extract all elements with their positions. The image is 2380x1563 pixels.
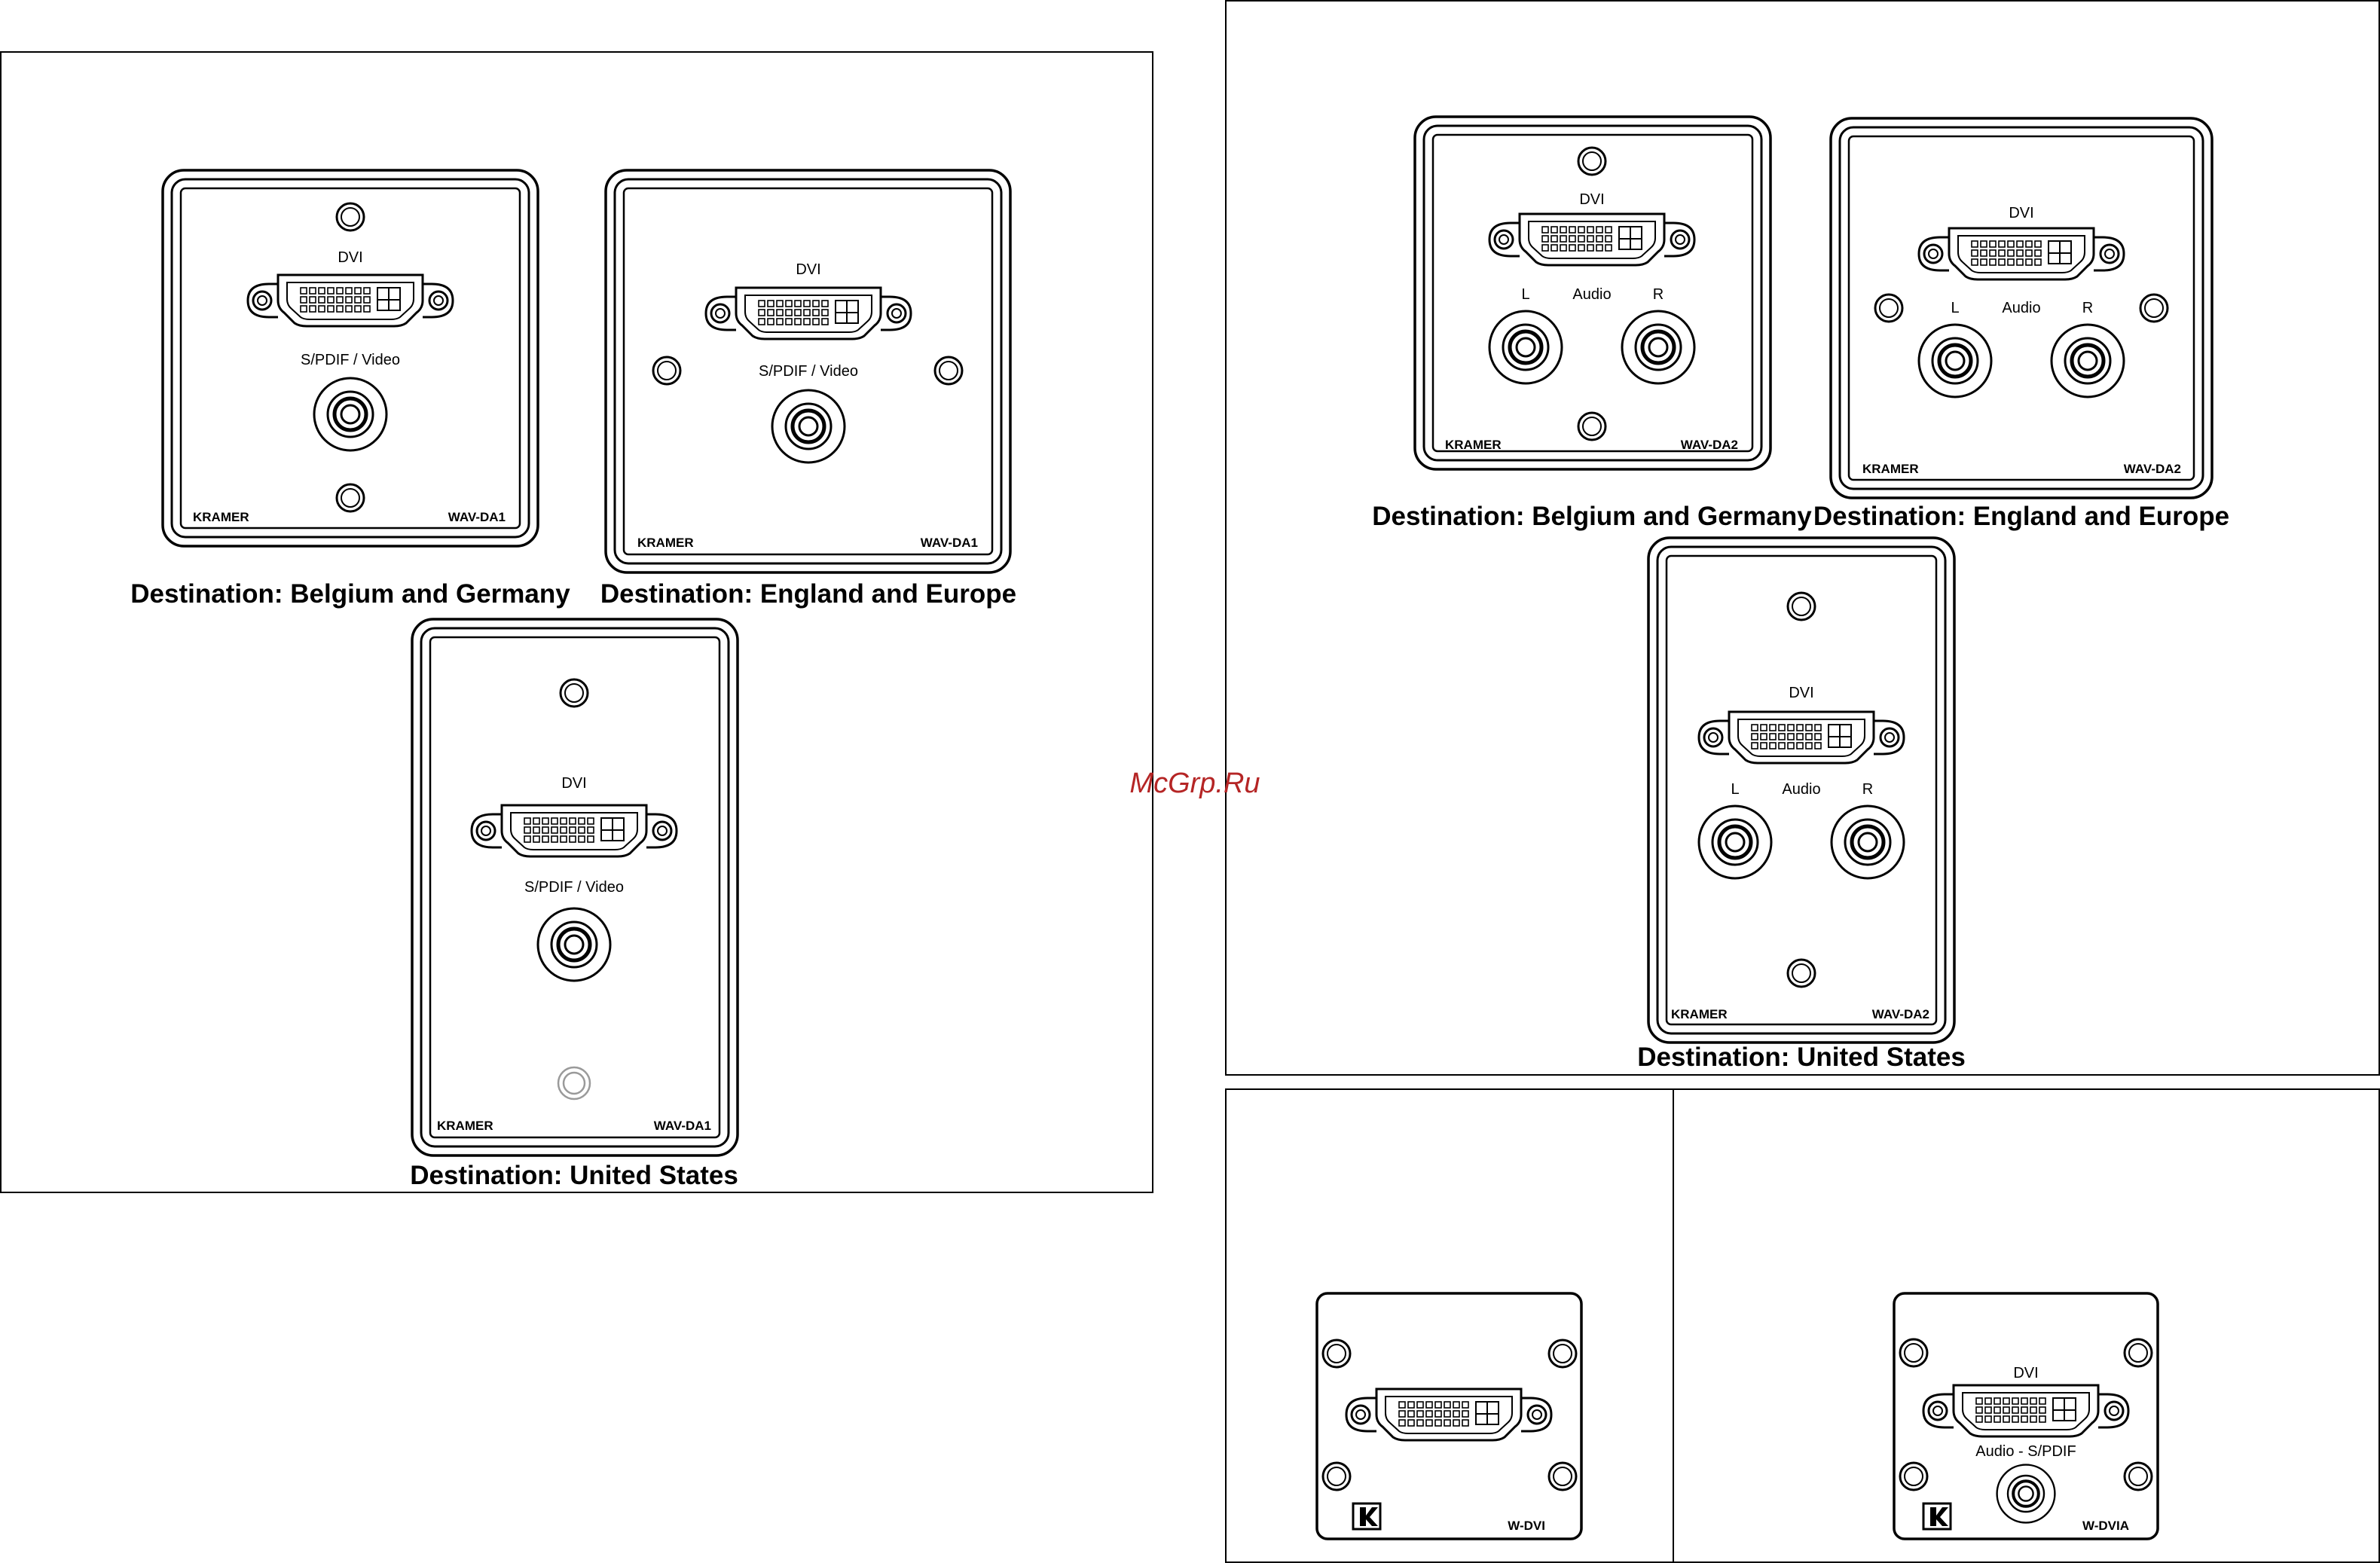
plate-da1-england: DVI S/PDIF / Video KRAMER WAV-DA1 bbox=[604, 169, 1012, 574]
label-audio-spdif: Audio - S/PDIF bbox=[1975, 1443, 2076, 1460]
plate-da2-us: DVI L Audio R KRAMER WAV-DA2 bbox=[1647, 536, 1956, 1044]
plate-da1-belgium: DVI S/PDIF / Video KRAMER WAV-DA1 bbox=[161, 169, 539, 548]
label-dvi: DVI bbox=[2013, 1365, 2038, 1381]
label-right: R bbox=[2082, 300, 2093, 316]
model-label: WAV-DA1 bbox=[921, 536, 978, 550]
kramer-logo-icon bbox=[1922, 1502, 1952, 1531]
brand-label: KRAMER bbox=[437, 1119, 493, 1133]
caption-united-states: Destination: United States bbox=[410, 1161, 738, 1190]
label-dvi: DVI bbox=[1579, 191, 1604, 208]
brand-label: KRAMER bbox=[1445, 438, 1502, 452]
label-spdif-video: S/PDIF / Video bbox=[524, 879, 624, 896]
label-left: L bbox=[1731, 781, 1739, 798]
caption-belgium-germany: Destination: Belgium and Germany bbox=[130, 579, 570, 609]
module-w-dvia: DVI Audio - S/PDIF W-DVIA bbox=[1893, 1292, 2159, 1540]
plate-da2-belgium: DVI L Audio R KRAMER WAV-DA2 bbox=[1413, 115, 1772, 471]
label-dvi: DVI bbox=[1789, 685, 1813, 701]
brand-label: KRAMER bbox=[1862, 462, 1919, 476]
watermark-text: McGrp.Ru bbox=[1129, 768, 1260, 799]
model-label: W-DVIA bbox=[2082, 1519, 2129, 1533]
caption-belgium-germany: Destination: Belgium and Germany bbox=[1372, 502, 1812, 531]
module-w-dvi: W-DVI bbox=[1315, 1292, 1583, 1540]
frame-wav-da2 bbox=[1225, 0, 2380, 1076]
frame-wav-da1 bbox=[0, 51, 1153, 1193]
label-right: R bbox=[1653, 286, 1664, 303]
plate-da1-us: DVI S/PDIF / Video KRAMER WAV-DA1 bbox=[411, 618, 739, 1157]
model-label: WAV-DA2 bbox=[1872, 1007, 1929, 1021]
caption-england-europe: Destination: England and Europe bbox=[600, 579, 1016, 609]
label-spdif-video: S/PDIF / Video bbox=[759, 363, 858, 380]
label-spdif-video: S/PDIF / Video bbox=[301, 352, 400, 368]
model-label: WAV-DA2 bbox=[2124, 462, 2181, 476]
model-label: WAV-DA2 bbox=[1681, 438, 1738, 452]
label-dvi: DVI bbox=[561, 775, 586, 792]
frame-w-dvia bbox=[1673, 1088, 2380, 1563]
brand-label: KRAMER bbox=[1671, 1007, 1728, 1021]
label-audio: Audio bbox=[1572, 286, 1611, 303]
label-dvi: DVI bbox=[338, 249, 362, 266]
model-label: W-DVI bbox=[1508, 1519, 1545, 1533]
label-right: R bbox=[1862, 781, 1873, 798]
label-audio: Audio bbox=[1782, 781, 1820, 798]
label-left: L bbox=[1521, 286, 1529, 303]
model-label: WAV-DA1 bbox=[448, 510, 506, 524]
brand-label: KRAMER bbox=[193, 510, 249, 524]
caption-united-states: Destination: United States bbox=[1637, 1043, 1966, 1072]
label-left: L bbox=[1951, 300, 1959, 316]
model-label: WAV-DA1 bbox=[654, 1119, 711, 1133]
brand-label: KRAMER bbox=[637, 536, 694, 550]
label-dvi: DVI bbox=[2009, 205, 2033, 221]
plate-da2-england: DVI L Audio R KRAMER WAV-DA2 bbox=[1829, 117, 2213, 499]
kramer-logo-icon bbox=[1352, 1502, 1382, 1531]
caption-england-europe: Destination: England and Europe bbox=[1813, 502, 2229, 531]
label-dvi: DVI bbox=[796, 261, 820, 278]
label-audio: Audio bbox=[2002, 300, 2040, 316]
